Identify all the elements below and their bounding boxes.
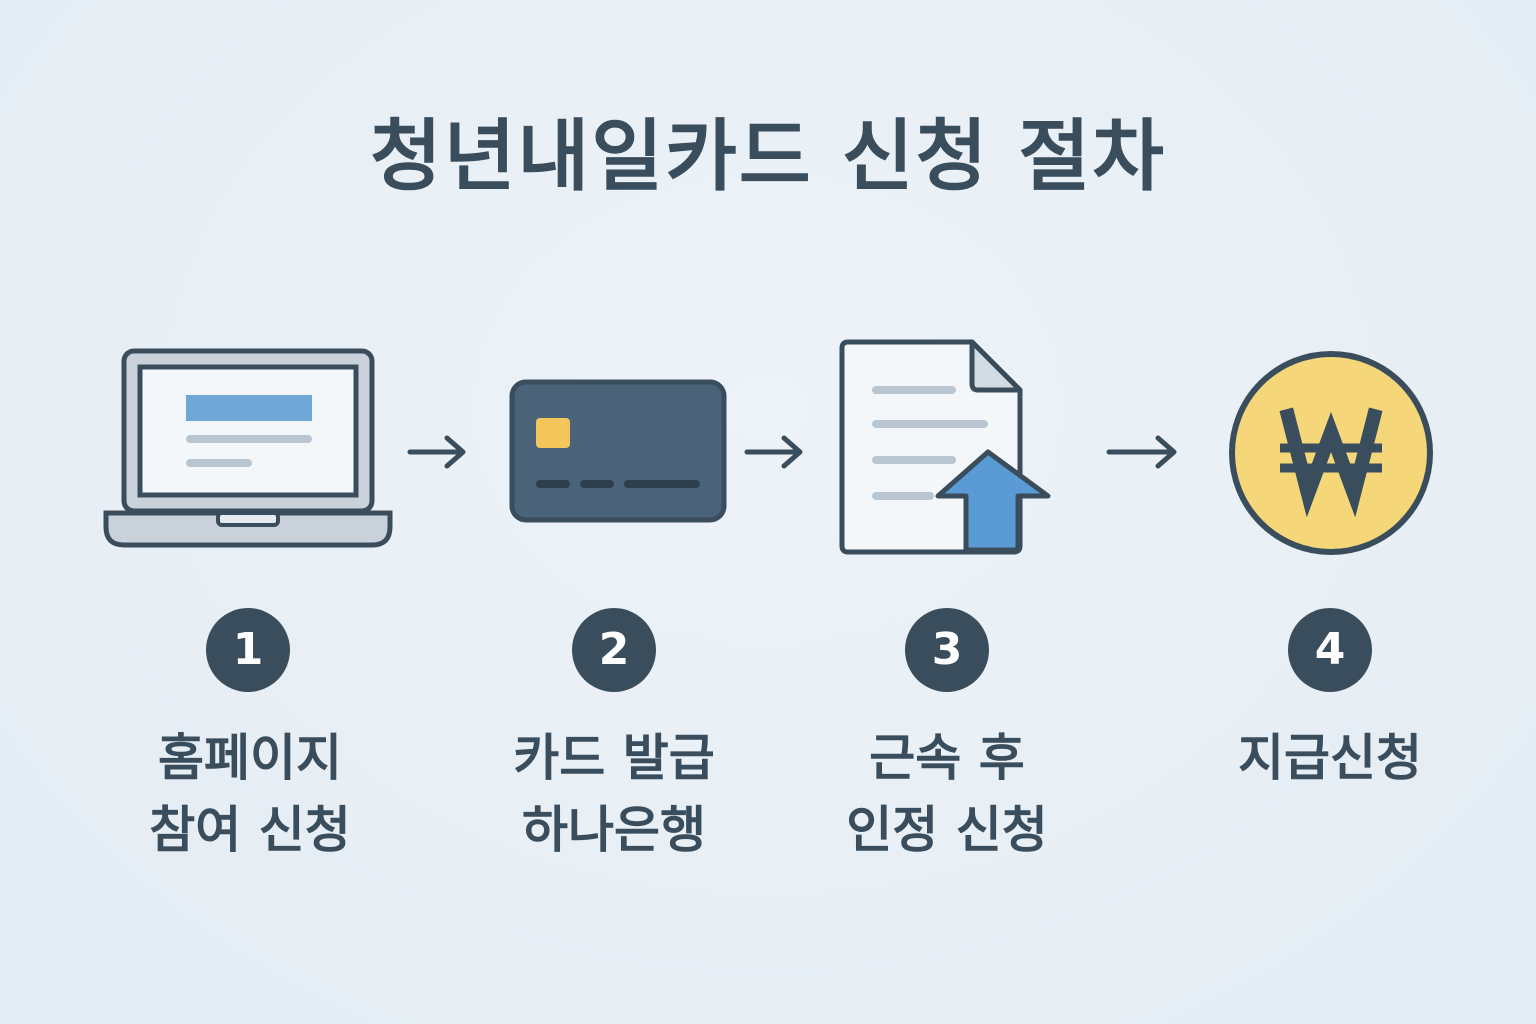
arrow-right-icon (1106, 435, 1177, 469)
step-label-line: 카드 발급 (513, 729, 715, 787)
arrow-right-icon (407, 435, 466, 469)
step-label-line: 하나은행 (522, 801, 706, 859)
step-label-line: 인정 신청 (846, 801, 1048, 859)
step-label-line: 참여 신청 (149, 801, 351, 859)
document-upload-icon (839, 339, 1051, 555)
step-label: 홈페이지 참여 신청 (90, 722, 410, 866)
step-number-badge: 4 (1288, 608, 1372, 692)
step-label-line: 홈페이지 (158, 729, 342, 787)
arrow-right-icon (744, 435, 803, 469)
won-coin-icon (1229, 351, 1433, 555)
step-number-badge: 2 (572, 608, 656, 692)
step-label-line: 지급신청 (1238, 729, 1422, 787)
step-label: 지급신청 (1170, 722, 1490, 794)
step-label-line: 근속 후 (869, 729, 1025, 787)
step-number-badge: 1 (206, 608, 290, 692)
step-label: 카드 발급 하나은행 (454, 722, 774, 866)
step-label: 근속 후 인정 신청 (787, 722, 1107, 866)
page-title: 청년내일카드 신청 절차 (370, 112, 1166, 202)
step-number-badge: 3 (905, 608, 989, 692)
laptop-icon (103, 348, 393, 548)
credit-card-icon (509, 379, 727, 523)
